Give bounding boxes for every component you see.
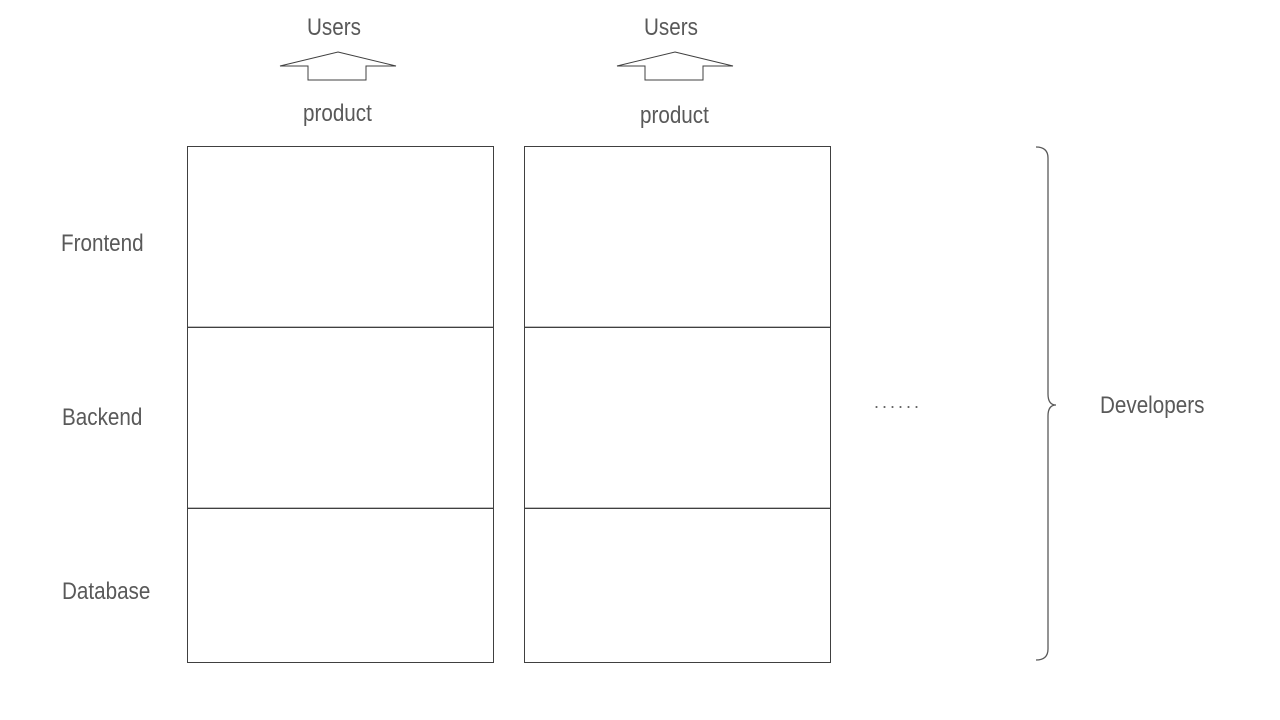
right-brace-icon xyxy=(1035,146,1057,661)
users-label-col2: Users xyxy=(644,14,698,41)
up-arrow-icon-col2 xyxy=(616,51,734,81)
layer-label-backend: Backend xyxy=(62,404,143,431)
developers-label: Developers xyxy=(1100,392,1205,419)
up-arrow-icon-col1 xyxy=(279,51,397,81)
database-cell-col2 xyxy=(525,508,830,662)
layer-label-frontend: Frontend xyxy=(61,230,144,257)
users-label-col1: Users xyxy=(307,14,361,41)
product-label-col2: product xyxy=(640,102,709,129)
frontend-cell-col2 xyxy=(525,147,830,327)
frontend-cell-col1 xyxy=(188,147,493,327)
backend-cell-col2 xyxy=(525,327,830,508)
product-label-col1: product xyxy=(303,100,372,127)
product-column-1 xyxy=(187,146,494,663)
backend-cell-col1 xyxy=(188,327,493,508)
product-column-2 xyxy=(524,146,831,663)
database-cell-col1 xyxy=(188,508,493,662)
layer-label-database: Database xyxy=(62,578,151,605)
more-columns-ellipsis: ...... xyxy=(874,392,923,412)
